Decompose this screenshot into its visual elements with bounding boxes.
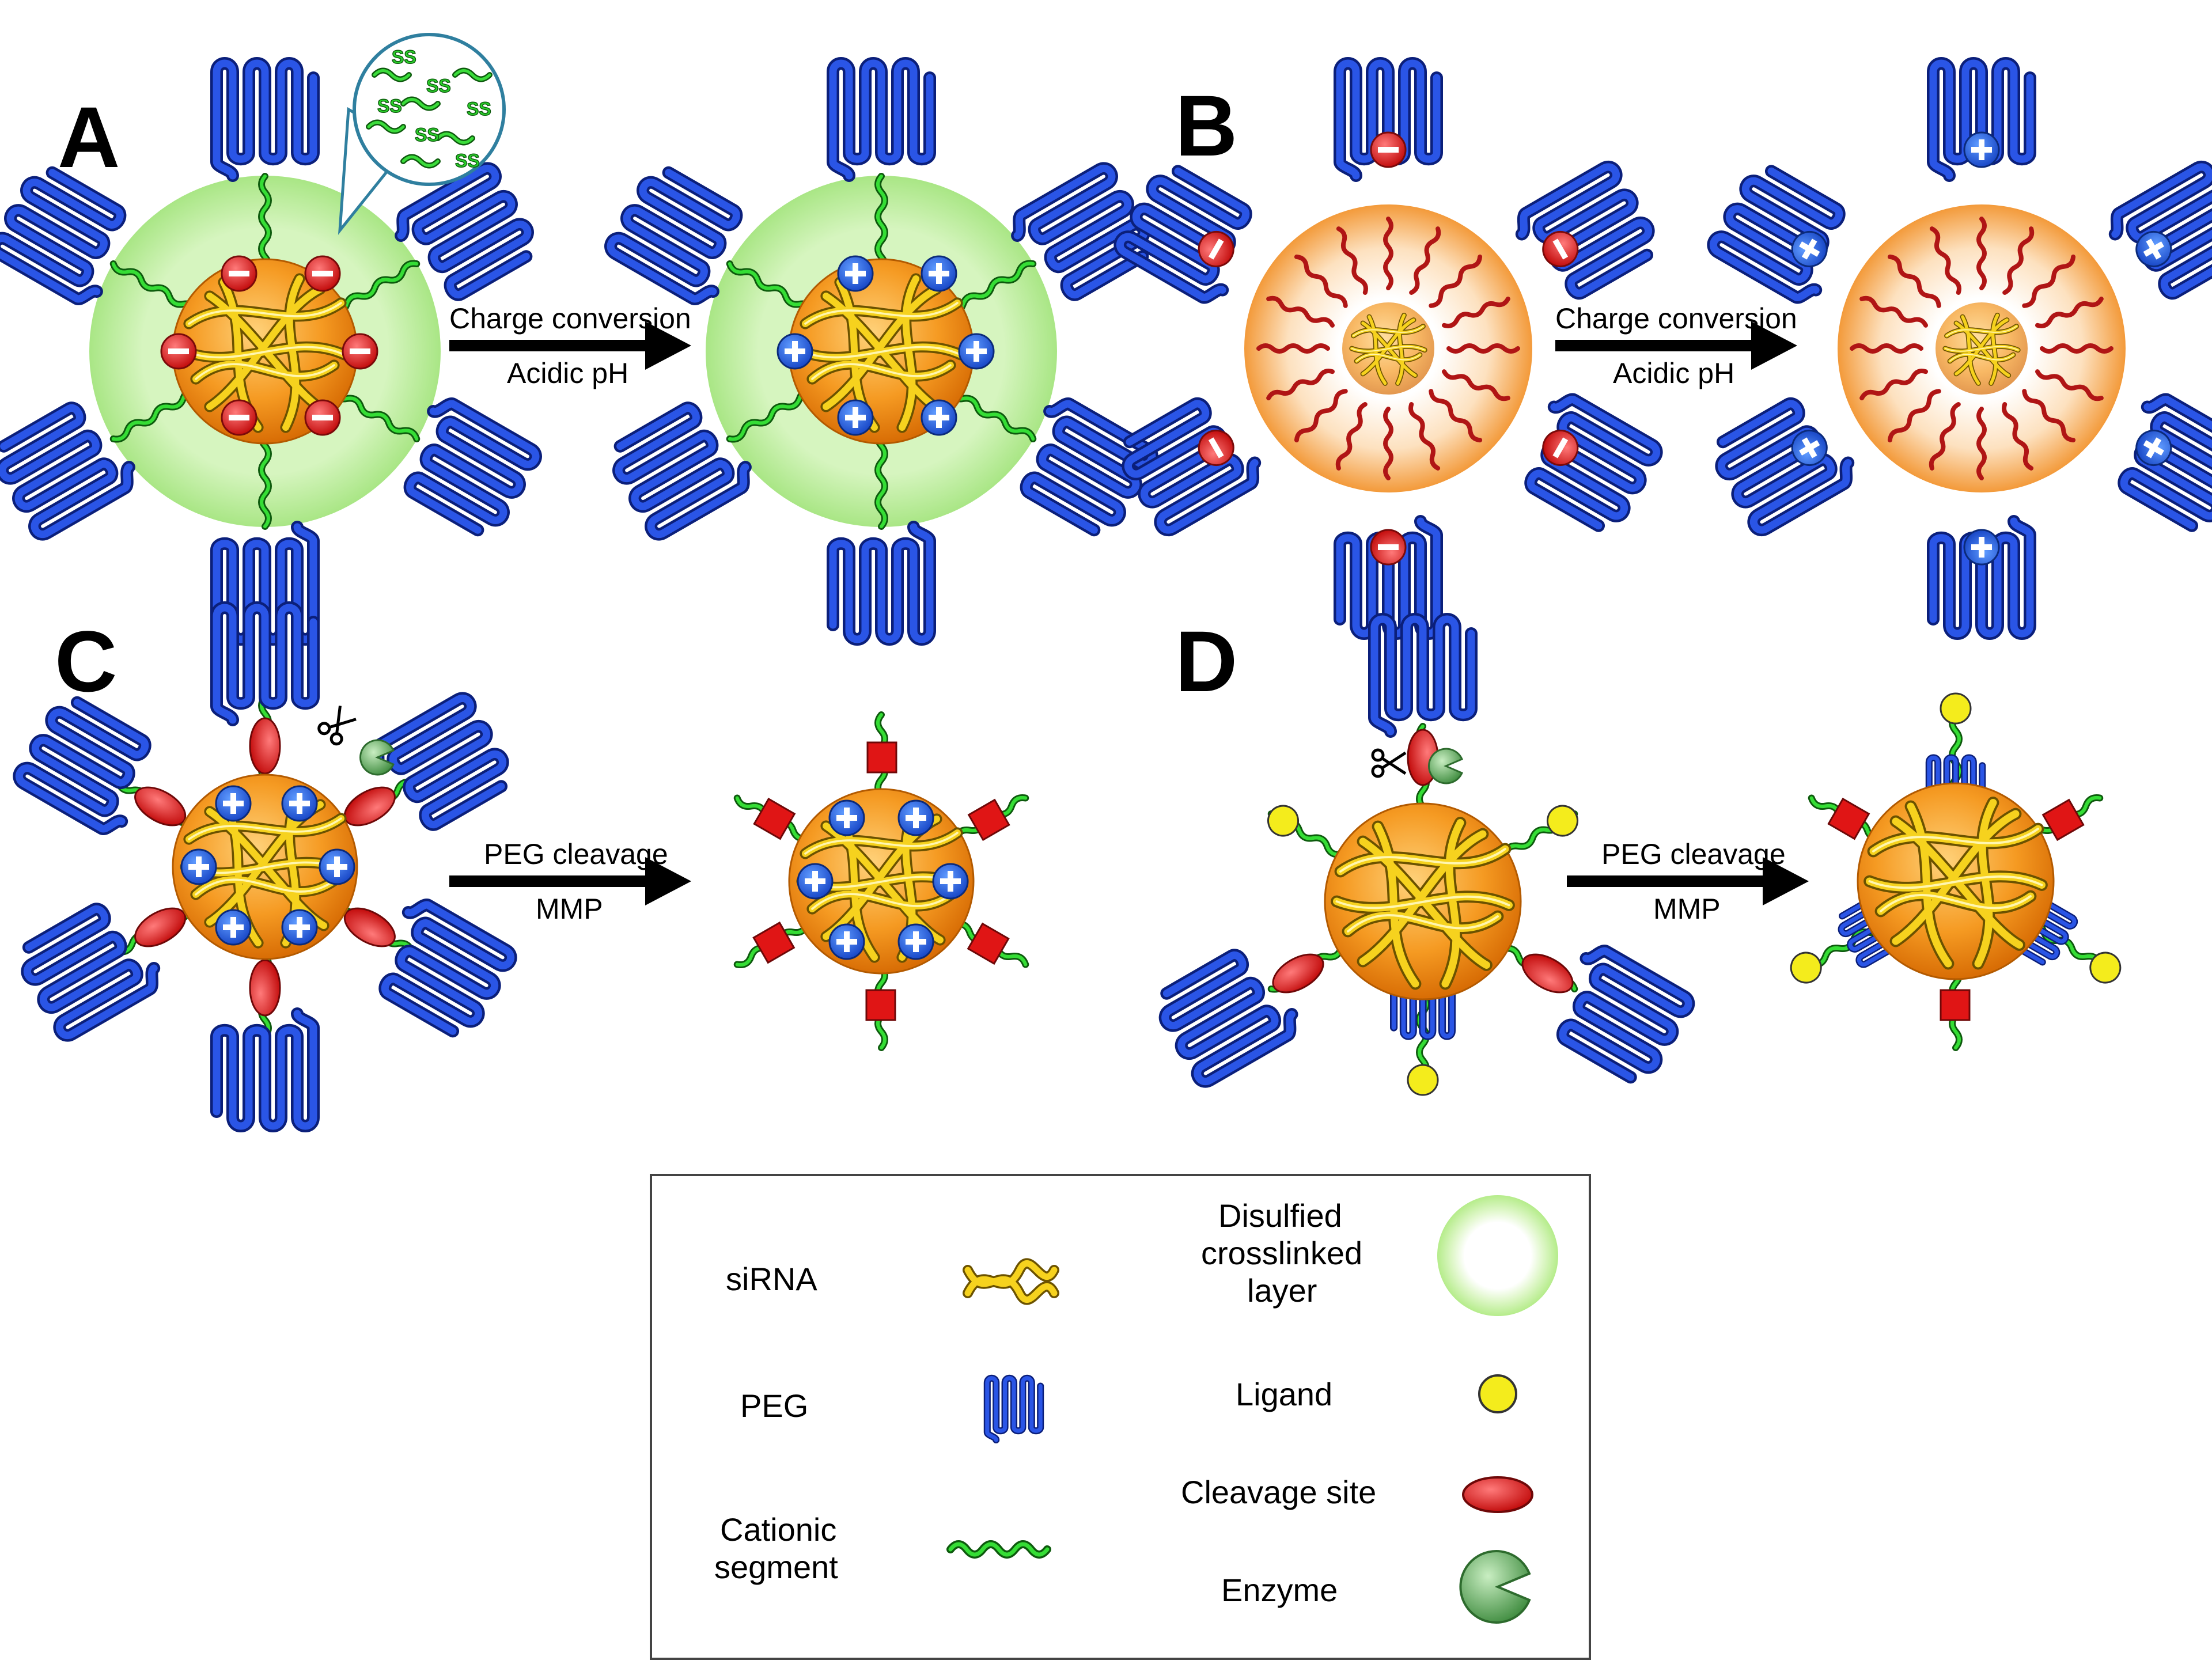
panel-c-letter: C	[55, 613, 117, 710]
cationic-segment-icon	[946, 1540, 1051, 1559]
ss-label: SS	[467, 98, 491, 119]
panel-b-letter: B	[1175, 77, 1237, 174]
panel-c-arrow-bottom-label: MMP	[536, 893, 603, 925]
peg-icon	[987, 1378, 1040, 1440]
panel-c: C	[16, 608, 1033, 1126]
scissors-icon	[1371, 748, 1407, 778]
ss-label: SS	[392, 47, 416, 67]
legend-ligand-label: Ligand	[1236, 1376, 1332, 1412]
legend-layer-label-1: Disulfied	[1218, 1197, 1342, 1234]
cleavage-site-icon	[1462, 1476, 1533, 1513]
panel-c-arrow-top-label: PEG cleavage	[484, 838, 668, 870]
panel-a-arrow-bottom-label: Acidic pH	[507, 357, 628, 389]
panel-c-particle-before	[16, 608, 513, 1126]
panel-b-micelle-after	[1710, 63, 2212, 634]
legend-cleavage-label: Cleavage site	[1181, 1474, 1376, 1510]
panel-b-micelle-before	[1117, 63, 1659, 634]
panel-d-letter: D	[1175, 613, 1237, 710]
ss-label: SS	[455, 150, 480, 171]
panel-d-arrow-top-label: PEG cleavage	[1601, 838, 1786, 870]
panel-d-particle-before	[1154, 619, 1692, 1096]
panel-b-arrow: Charge conversion Acidic pH	[1555, 302, 1797, 389]
panel-a-particle-after	[608, 63, 1155, 639]
ss-label: SS	[426, 75, 451, 96]
panel-c-particle-after	[730, 715, 1033, 1048]
ss-label: SS	[415, 124, 440, 145]
panel-d-arrow: PEG cleavage MMP	[1567, 838, 1809, 925]
panel-a-zoom-bubble: SS SS SS SS SS SS	[338, 33, 506, 235]
legend-cationic-label-1: Cationic	[720, 1511, 836, 1548]
crosslinked-layer-icon	[1437, 1195, 1558, 1316]
scissors-icon	[317, 706, 357, 746]
panel-a: A	[0, 33, 1155, 639]
enzyme-icon	[1459, 1550, 1531, 1624]
enzyme-icon	[359, 739, 395, 776]
panel-b: B	[1117, 63, 2212, 634]
siRNA-icon	[963, 1258, 1059, 1305]
ligand-icon	[1478, 1374, 1517, 1413]
panel-a-particle-before	[0, 63, 539, 639]
legend-cationic-label-2: segment	[714, 1549, 838, 1585]
panel-d-arrow-bottom-label: MMP	[1653, 893, 1721, 925]
legend-peg-label: PEG	[740, 1388, 808, 1424]
panel-d-particle-after	[1785, 692, 2127, 1048]
enzyme-icon	[1428, 748, 1463, 784]
ss-label: SS	[377, 96, 402, 116]
legend-sirna-label: siRNA	[726, 1261, 817, 1297]
legend-layer-label-3: layer	[1247, 1272, 1317, 1309]
legend-layer-label-2: crosslinked	[1201, 1235, 1362, 1271]
panel-c-arrow: PEG cleavage MMP	[449, 838, 691, 925]
panel-a-letter: A	[58, 89, 120, 185]
panel-b-arrow-bottom-label: Acidic pH	[1613, 357, 1734, 389]
panel-a-arrow: Charge conversion Acidic pH	[449, 302, 691, 389]
panel-d: D PEG cleavage MMP	[1154, 613, 2127, 1096]
legend-enzyme-label: Enzyme	[1221, 1572, 1338, 1608]
legend-box: siRNA PEG Cationic segment Disulfied cro…	[650, 1174, 1591, 1660]
